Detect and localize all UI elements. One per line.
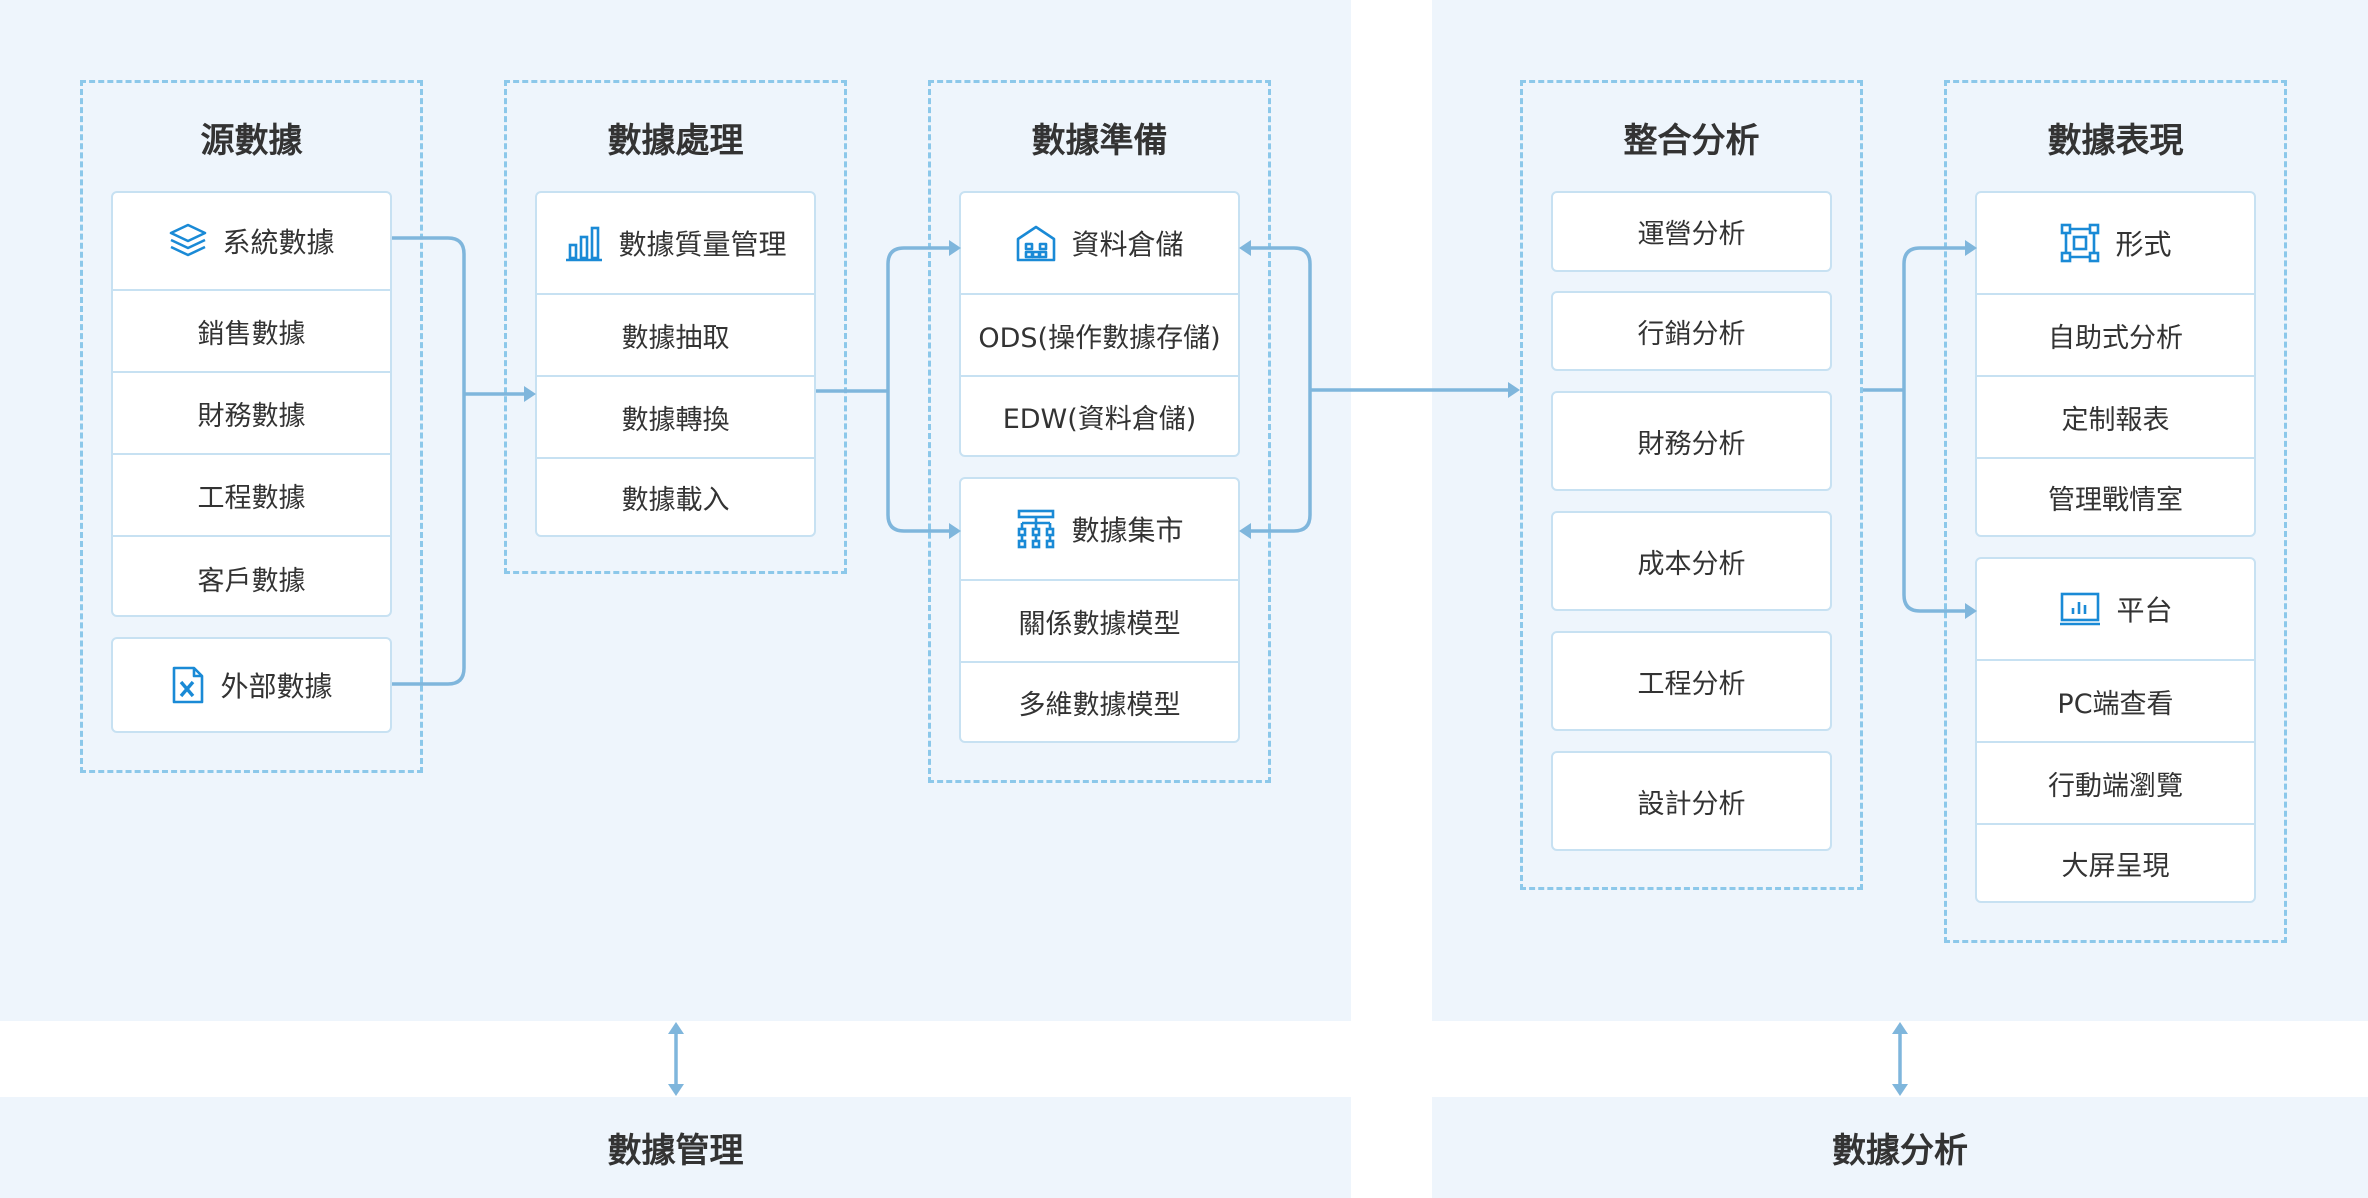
- column-integrated-analysis: 整合分析: [1520, 80, 1863, 890]
- list-item-platform: 平台: [1977, 559, 2254, 659]
- analysis-item: 財務分析: [1551, 391, 1832, 491]
- list-item: 大屏呈現: [1977, 823, 2254, 901]
- footer-data-management: 數據管理: [0, 1097, 1351, 1198]
- list-item: 管理戰情室: [1977, 457, 2254, 535]
- source-data-card: 系統數據 銷售數據 財務數據 工程數據 客戶數據: [111, 191, 392, 617]
- list-item-system-data: 系統數據: [113, 193, 390, 289]
- analysis-item: 運營分析: [1551, 191, 1832, 272]
- list-item-label: 資料倉儲: [1071, 228, 1184, 261]
- list-item: 數據載入: [537, 457, 814, 535]
- external-data-card: 外部數據: [111, 637, 392, 733]
- analysis-item: 行銷分析: [1551, 291, 1832, 371]
- list-item-label: 形式: [2115, 228, 2172, 261]
- hierarchy-icon: [1015, 508, 1057, 550]
- list-item-label: 數據質量管理: [618, 228, 787, 261]
- frame-icon: [2059, 222, 2101, 264]
- list-item-label: 外部數據: [220, 670, 333, 703]
- column-title: 源數據: [200, 121, 303, 161]
- footer-data-analysis: 數據分析: [1432, 1097, 2368, 1198]
- list-item-form: 形式: [1977, 193, 2254, 293]
- list-item: 財務數據: [113, 371, 390, 453]
- column-title: 數據處理: [607, 121, 744, 161]
- bar-chart-icon: [564, 223, 604, 263]
- analysis-item: 工程分析: [1551, 631, 1832, 731]
- list-item-label: 系統數據: [222, 226, 335, 259]
- data-warehouse-card: 資料倉儲 ODS(操作數據存儲) EDW(資料倉儲): [959, 191, 1240, 457]
- list-item: 多維數據模型: [961, 661, 1238, 741]
- list-item: PC端查看: [1977, 659, 2254, 741]
- list-item-label: 數據集市: [1071, 514, 1184, 547]
- list-item: 客戶數據: [113, 535, 390, 615]
- list-item-data-warehouse: 資料倉儲: [961, 193, 1238, 293]
- list-item: 銷售數據: [113, 289, 390, 371]
- footer-data-management-label: 數據管理: [607, 1131, 744, 1171]
- platform-card: 平台 PC端查看 行動端瀏覽 大屏呈現: [1975, 557, 2256, 903]
- list-item-data-mart: 數據集市: [961, 479, 1238, 579]
- list-item: 定制報表: [1977, 375, 2254, 457]
- list-item: EDW(資料倉儲): [961, 375, 1238, 455]
- list-item: 工程數據: [113, 453, 390, 535]
- list-item: 數據抽取: [537, 293, 814, 375]
- list-item-quality-management: 數據質量管理: [537, 193, 814, 293]
- column-title: 整合分析: [1623, 121, 1760, 161]
- list-item: 關係數據模型: [961, 579, 1238, 661]
- warehouse-icon: [1015, 223, 1057, 263]
- monitor-chart-icon: [2058, 589, 2102, 629]
- column-data-processing: 數據處理: [504, 80, 847, 574]
- footer-data-analysis-label: 數據分析: [1832, 1131, 1968, 1171]
- excel-file-icon: [170, 665, 206, 705]
- data-processing-card: 數據質量管理 數據抽取 數據轉換 數據載入: [535, 191, 816, 537]
- list-item: 行動端瀏覽: [1977, 741, 2254, 823]
- list-item: 自助式分析: [1977, 293, 2254, 375]
- list-item-label: 平台: [2116, 594, 2173, 627]
- form-card: 形式 自助式分析 定制報表 管理戰情室: [1975, 191, 2256, 537]
- layers-icon: [168, 221, 208, 261]
- list-item: 數據轉換: [537, 375, 814, 457]
- list-item: ODS(操作數據存儲): [961, 293, 1238, 375]
- analysis-item: 設計分析: [1551, 751, 1832, 851]
- analysis-item: 成本分析: [1551, 511, 1832, 611]
- column-title: 數據準備: [1031, 121, 1168, 161]
- column-title: 數據表現: [2047, 121, 2184, 161]
- list-item-external-data: 外部數據: [113, 639, 390, 731]
- data-mart-card: 數據集市 關係數據模型 多維數據模型: [959, 477, 1240, 743]
